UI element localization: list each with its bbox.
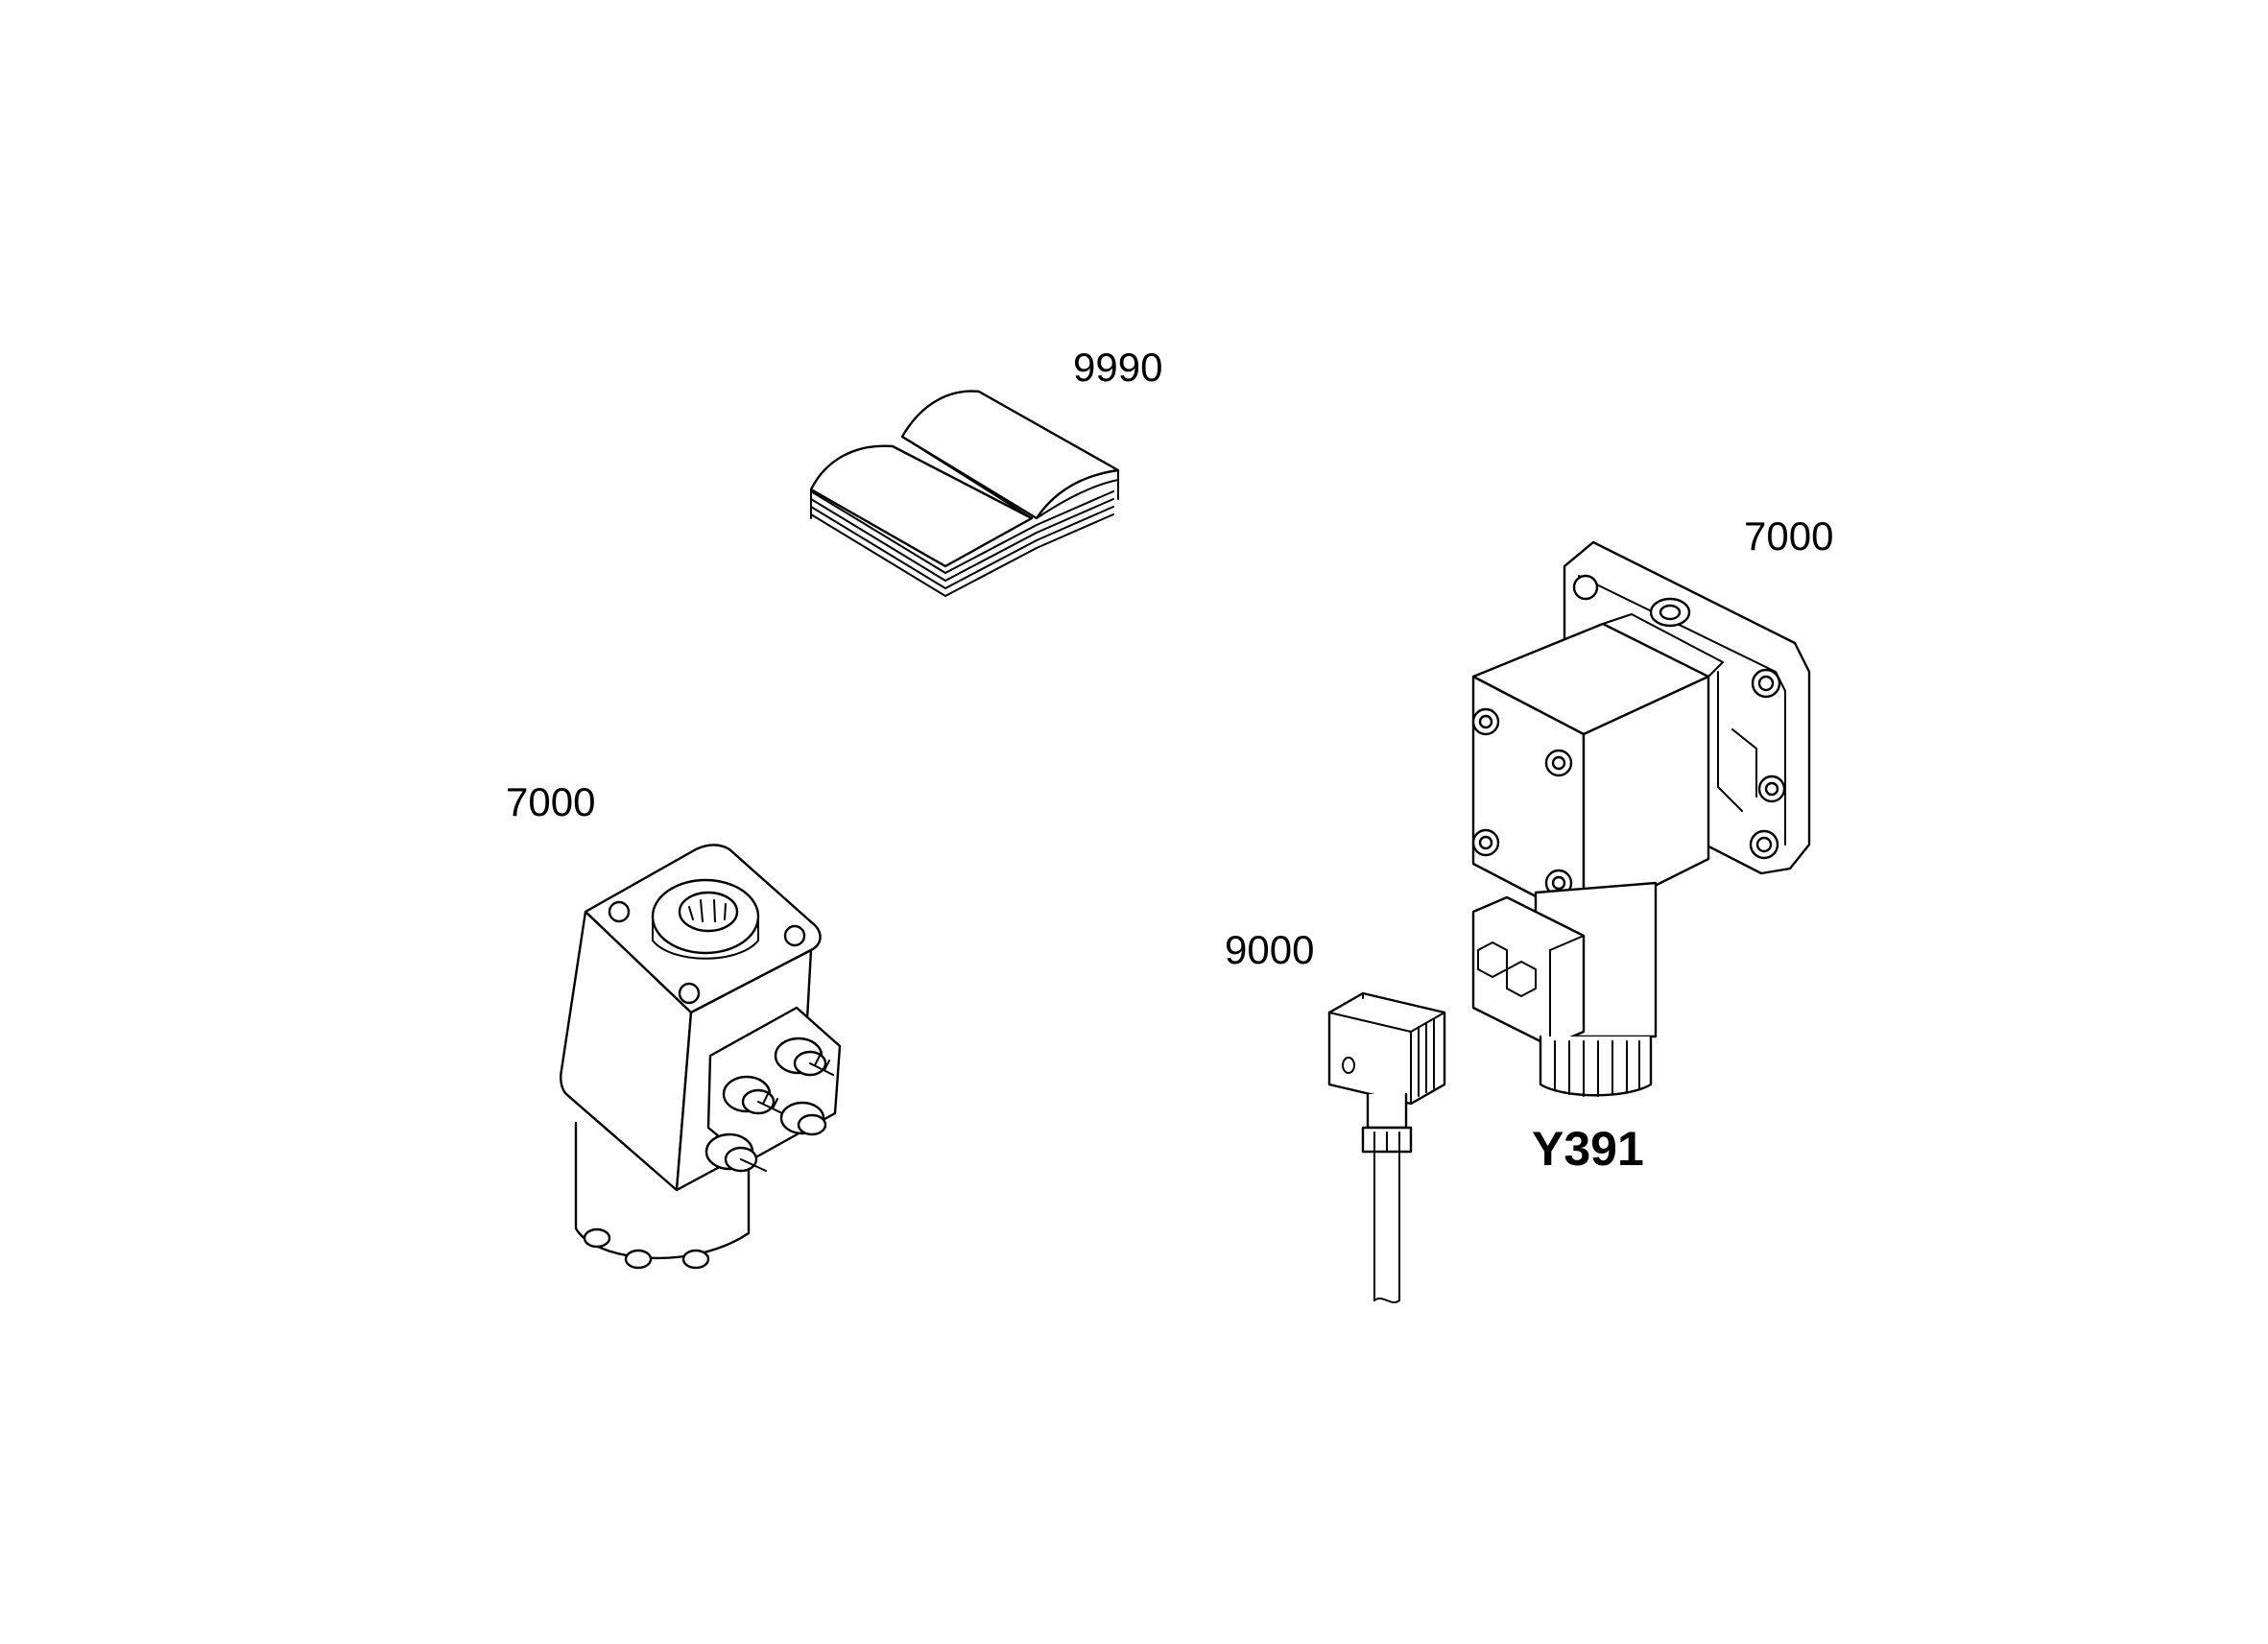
callout-y391-label: Y391 xyxy=(1532,1122,1644,1176)
valve-block-icon xyxy=(1471,540,1811,1097)
steering-unit-icon xyxy=(560,844,842,1270)
manual-book-icon xyxy=(809,390,1120,597)
callout-9000-label: 9000 xyxy=(1225,927,1315,972)
callout-9990-label: 9990 xyxy=(1073,345,1163,390)
callout-7000-steering-label: 7000 xyxy=(506,779,596,824)
callout-7000-valve-label: 7000 xyxy=(1744,513,1834,559)
connector-plug-icon xyxy=(1327,991,1446,1303)
